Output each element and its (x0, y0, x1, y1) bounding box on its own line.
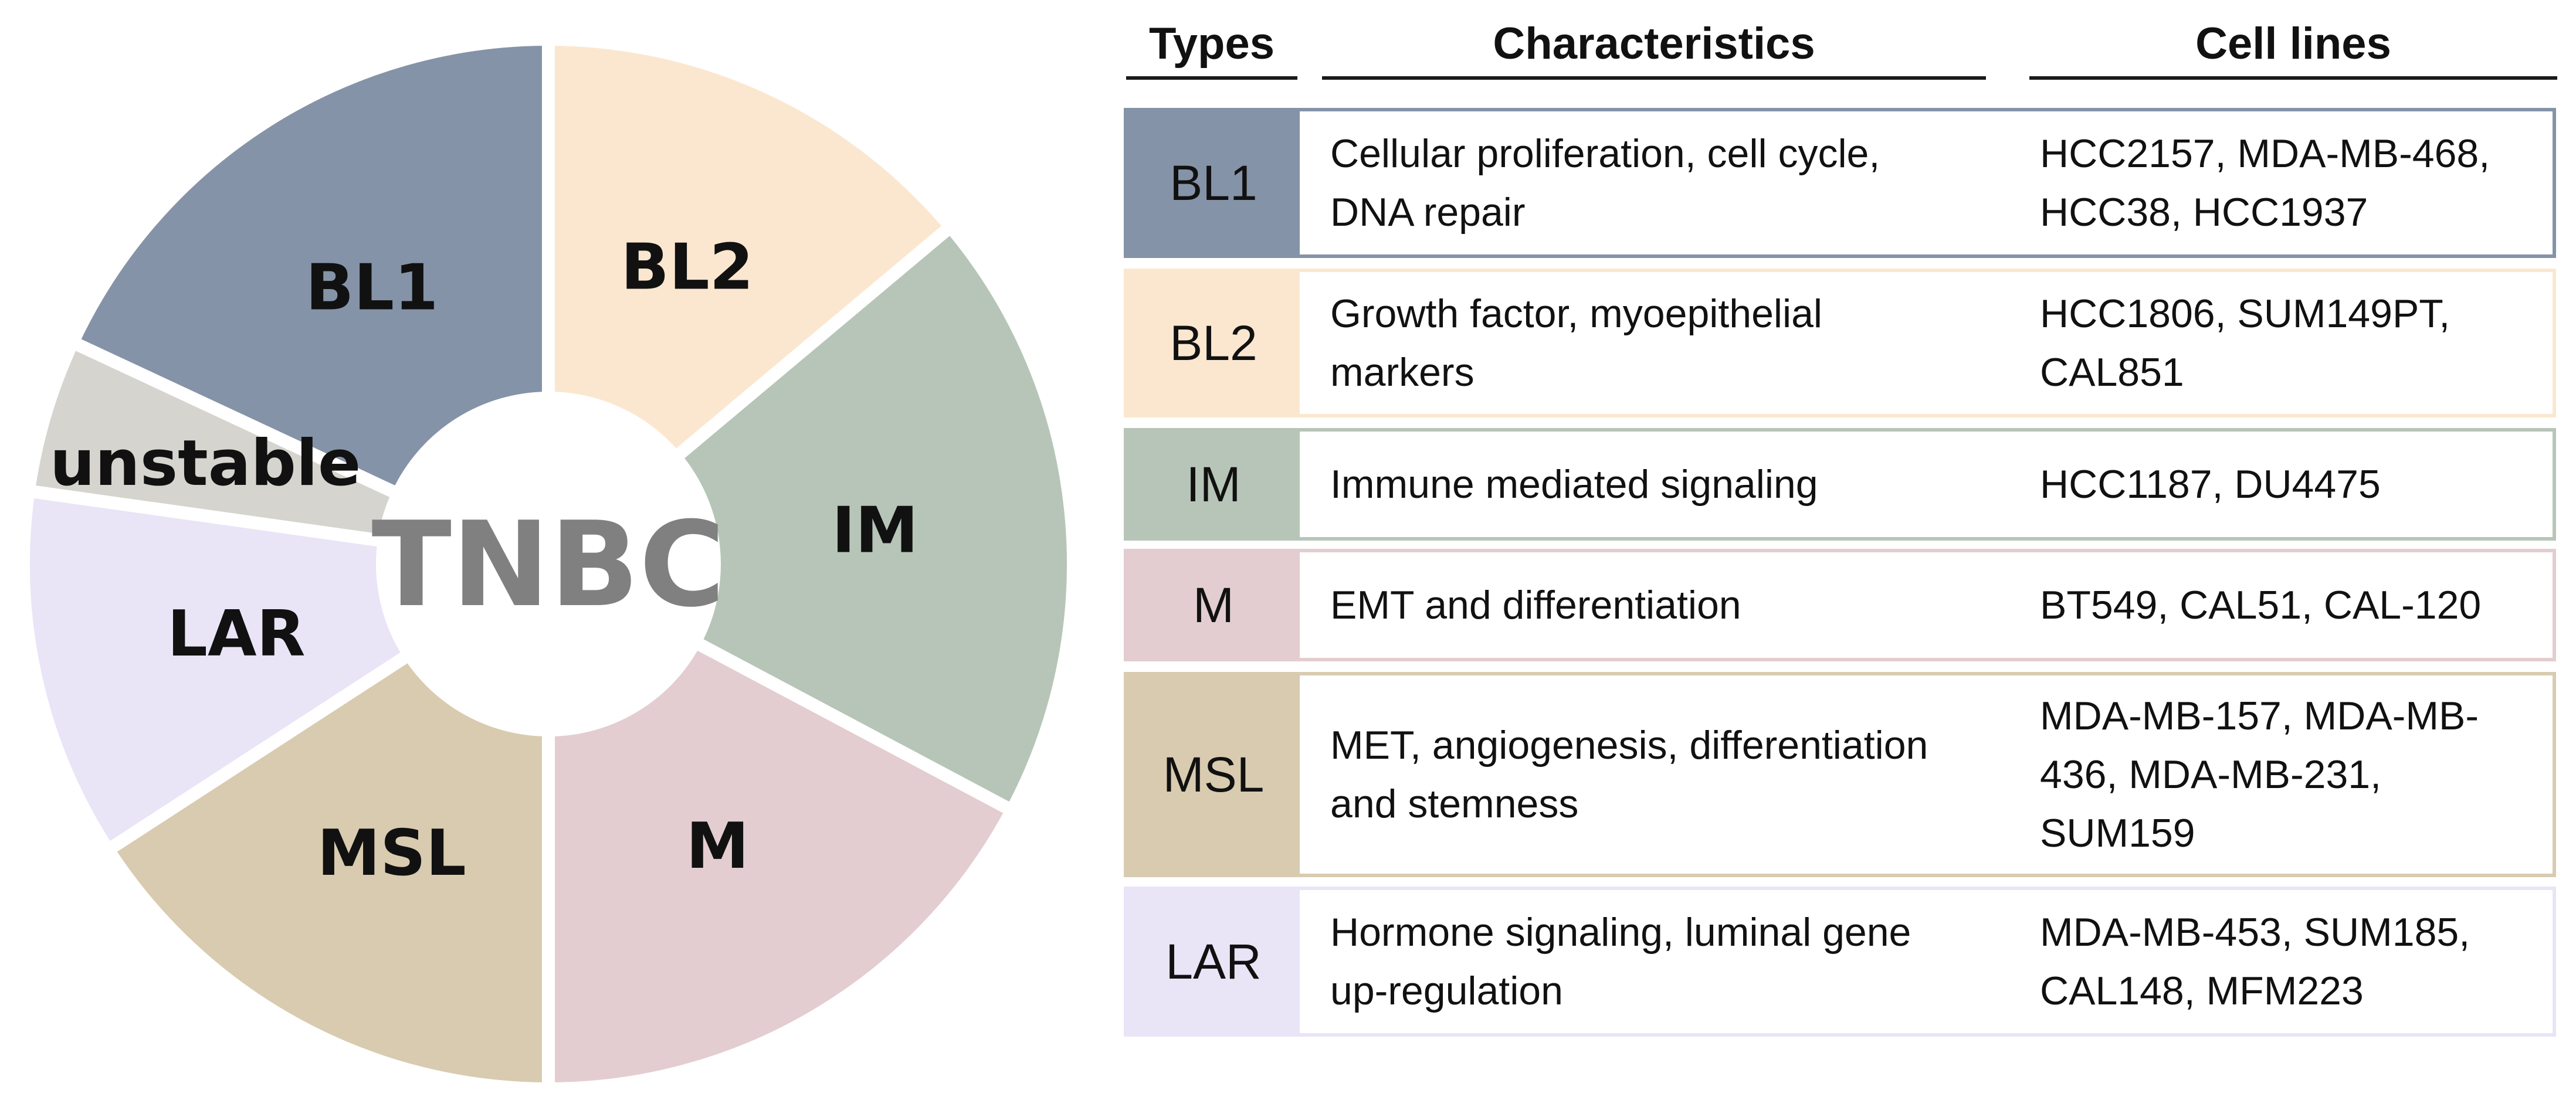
row-type: BL2 (1127, 272, 1300, 414)
row-cell-lines: HCC1806, SUM149PT, CAL851 (2040, 291, 2450, 395)
table-row-lar: LAR Hormone signaling, luminal gene up-r… (1124, 887, 2556, 1037)
wheel-segment-label-lar: LAR (167, 597, 306, 671)
wheel-segment-label-im: IM (832, 494, 918, 567)
row-type: BL1 (1127, 111, 1300, 254)
wheel-segment-label-bl2: BL2 (621, 230, 754, 304)
row-cell-lines: HCC2157, MDA-MB-468, HCC38, HCC1937 (2040, 131, 2490, 235)
table-row-msl: MSL MET, angiogenesis, differentiation a… (1124, 672, 2556, 877)
header-characteristics: Characteristics (1322, 11, 1986, 80)
row-characteristics: Growth factor, myoepithelial markers (1330, 291, 1823, 395)
row-type: M (1127, 552, 1300, 658)
row-cell-lines: BT549, CAL51, CAL-120 (2040, 583, 2482, 627)
row-type: MSL (1127, 675, 1300, 874)
header-types: Types (1126, 11, 1297, 80)
wheel-segment-label-bl1: BL1 (306, 252, 438, 325)
table-row-m: M EMT and differentiation BT549, CAL51, … (1124, 549, 2556, 661)
table-row-bl1: BL1 Cellular proliferation, cell cycle, … (1124, 108, 2556, 258)
wheel-segment-label-unstable: unstable (50, 427, 361, 500)
wheel-center-label: TNBC (371, 497, 725, 633)
row-characteristics: Immune mediated signaling (1330, 462, 1818, 507)
row-cell-lines: MDA-MB-453, SUM185, CAL148, MFM223 (2040, 910, 2470, 1013)
row-characteristics: Hormone signaling, luminal gene up-regul… (1330, 910, 1911, 1013)
row-cell-lines: HCC1187, DU4475 (2040, 462, 2381, 507)
row-characteristics: EMT and differentiation (1330, 583, 1741, 627)
header-cell-lines: Cell lines (2029, 11, 2557, 80)
wheel-center-circle (382, 398, 714, 730)
table-row-bl2: BL2 Growth factor, myoepithelial markers… (1124, 269, 2556, 417)
row-cell-lines: MDA-MB-157, MDA-MB-436, MDA-MB-231, SUM1… (2040, 694, 2479, 855)
row-type: LAR (1127, 890, 1300, 1033)
row-type: IM (1127, 432, 1300, 537)
row-characteristics: Cellular proliferation, cell cycle, DNA … (1330, 131, 1880, 235)
wheel-segment-label-m: M (686, 810, 749, 883)
wheel-segment-label-msl: MSL (317, 817, 466, 890)
row-characteristics: MET, angiogenesis, differentiation and s… (1330, 723, 1928, 826)
table-row-im: IM Immune mediated signaling HCC1187, DU… (1124, 428, 2556, 541)
